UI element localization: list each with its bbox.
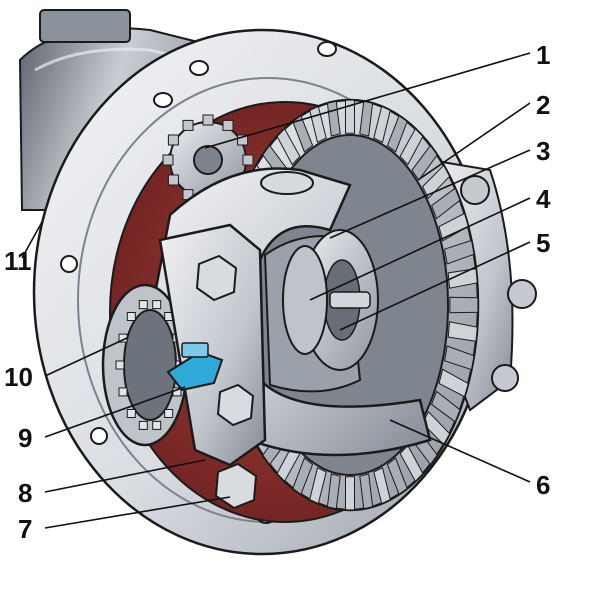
ring-gear-tooth xyxy=(276,127,301,166)
leader-8 xyxy=(44,459,206,493)
ring-gear-tooth xyxy=(447,268,478,289)
leader-5 xyxy=(339,241,531,331)
callout-10: 10 xyxy=(4,362,33,392)
nut-spline xyxy=(115,360,125,370)
leader-3 xyxy=(329,149,531,239)
callout-2: 2 xyxy=(536,90,550,120)
callout-labels: 1 2 3 4 5 6 7 8 9 10 11 xyxy=(4,40,551,544)
satellite-gear xyxy=(282,245,328,355)
callout-1: 1 xyxy=(536,40,550,70)
leader-7 xyxy=(44,496,231,529)
callout-6: 6 xyxy=(536,470,550,500)
nut-spline xyxy=(126,312,136,321)
ring-gear-tooth xyxy=(359,473,374,510)
cap-bolt xyxy=(460,175,537,392)
nut-spline xyxy=(118,387,128,397)
ring-gear-tooth xyxy=(447,321,478,342)
ring-gear-tooth xyxy=(326,473,341,510)
nut-spline xyxy=(126,409,136,418)
pinion-tooth xyxy=(162,154,174,166)
pinion-tooth xyxy=(237,134,249,146)
nut-spline xyxy=(152,420,162,430)
ring-gear-tooth xyxy=(292,457,314,496)
ring-gear-tooth xyxy=(309,466,327,505)
ring-gear-tooth xyxy=(359,100,374,137)
callout-7: 7 xyxy=(18,514,32,544)
ring-gear-tooth xyxy=(386,114,408,153)
satellite-axle xyxy=(329,291,371,309)
leader-11 xyxy=(21,221,43,259)
ring-gear-tooth xyxy=(399,127,424,166)
callout-11: 11 xyxy=(4,246,32,276)
callout-4: 4 xyxy=(536,184,551,214)
leader-1 xyxy=(204,52,531,149)
ring-gear-tooth xyxy=(430,187,461,220)
adjusting-nut xyxy=(101,283,189,447)
callout-3: 3 xyxy=(536,136,550,166)
ring-gear-tooth xyxy=(373,466,391,505)
leader-9 xyxy=(44,386,186,438)
ring-gear-tooth xyxy=(345,99,355,134)
locking-plate xyxy=(166,342,224,392)
left-bearing-cap xyxy=(158,223,267,510)
nut-spline xyxy=(152,300,162,310)
pinion-tooth xyxy=(242,154,254,166)
ring-gear-tooth xyxy=(373,105,391,144)
leader-10 xyxy=(44,337,128,377)
leader-2 xyxy=(417,102,531,181)
pinion-tooth xyxy=(167,174,179,186)
pinion-tooth xyxy=(167,134,179,146)
ring-gear-tooth xyxy=(411,144,438,182)
nut-spline xyxy=(138,420,148,430)
leader-4 xyxy=(309,197,531,301)
ring-gear-tooth xyxy=(438,368,469,398)
ring-gear-tooth xyxy=(430,390,461,423)
lock-plate-bolt xyxy=(216,383,255,427)
callout-5: 5 xyxy=(536,228,550,258)
ring-gear-tooth xyxy=(444,239,475,265)
cap-bolt-upper xyxy=(195,254,238,302)
ring-gear-tooth xyxy=(345,476,355,511)
leader-6 xyxy=(389,419,531,483)
pinion-tooth xyxy=(222,119,234,131)
ring-gear-tooth xyxy=(292,114,314,153)
pinion-tooth xyxy=(202,114,214,126)
nut-spline xyxy=(138,300,148,310)
leader-lines xyxy=(21,52,531,529)
nut-spline xyxy=(164,409,174,418)
callout-9: 9 xyxy=(18,423,32,453)
pinion-tooth xyxy=(182,119,194,131)
ring-gear-tooth xyxy=(449,296,479,314)
callout-8: 8 xyxy=(18,478,32,508)
ring-gear-tooth xyxy=(386,457,408,496)
ring-gear-tooth xyxy=(399,444,424,483)
ring-gear-tooth xyxy=(444,345,475,371)
ring-gear-tooth xyxy=(421,164,451,200)
